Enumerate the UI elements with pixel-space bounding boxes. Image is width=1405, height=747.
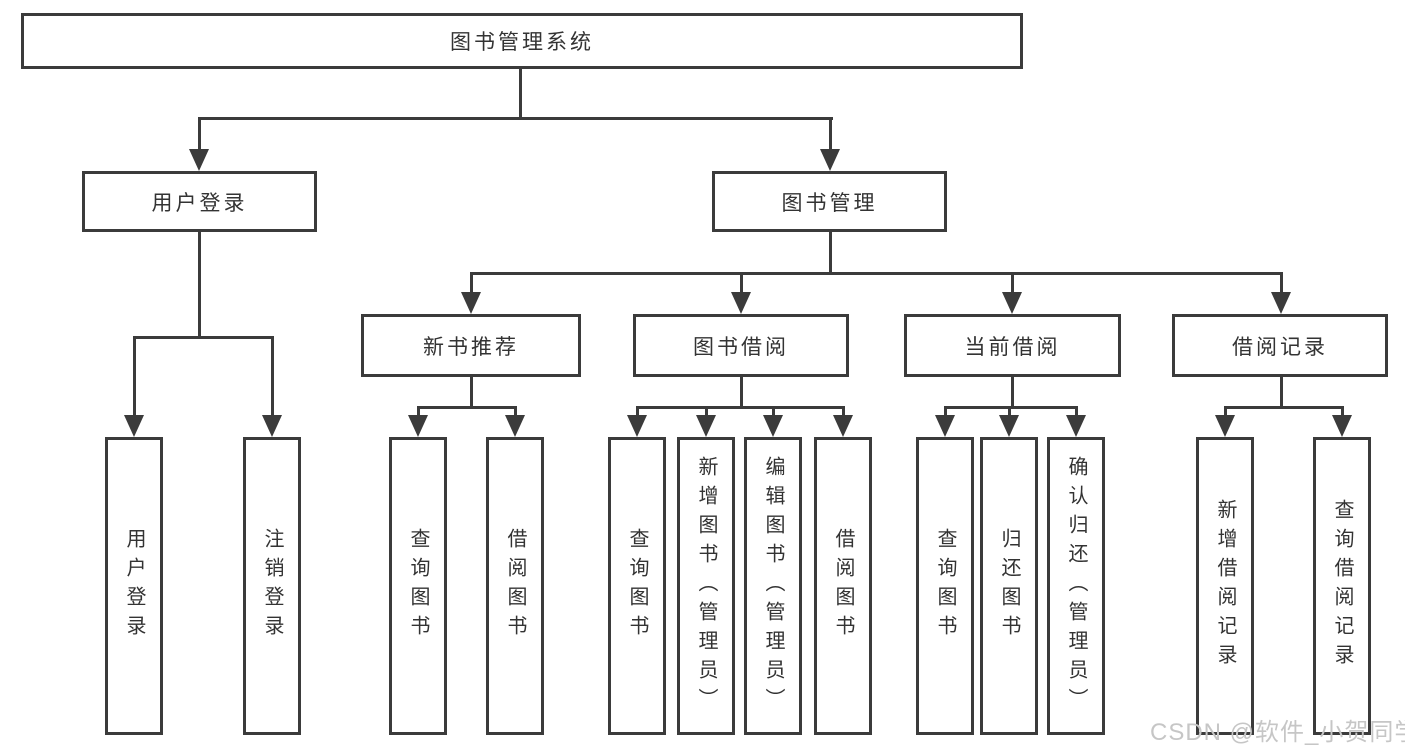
node-user-login: 用户登录: [82, 171, 317, 232]
leaf-borrow-borrow-books: 借阅图书: [814, 437, 872, 735]
connector-line: [1224, 406, 1343, 409]
leaf-borrow-edit-books-admin: 编辑图书（管理员）: [744, 437, 802, 735]
arrow-down-icon: [1066, 415, 1086, 437]
connector-line: [740, 272, 743, 295]
connector-line: [829, 117, 832, 152]
node-label: 图书借阅: [693, 335, 789, 359]
connector-line: [1280, 272, 1283, 295]
node-label: 图书管理: [781, 191, 878, 215]
connector-line: [705, 406, 708, 418]
connector-line: [133, 336, 136, 418]
connector-line: [198, 117, 833, 120]
csdn-watermark: CSDN @软件_小贺同学: [1150, 719, 1405, 746]
arrow-down-icon: [1332, 415, 1352, 437]
node-current-borrow: 当前借阅: [904, 314, 1121, 377]
connector-line: [271, 336, 274, 418]
connector-line: [842, 406, 845, 418]
leaf-label: 借阅图书: [504, 528, 526, 644]
connector-line: [1341, 406, 1344, 418]
leaf-label: 新增借阅记录: [1214, 499, 1236, 673]
leaf-logout-login: 注销登录: [243, 437, 301, 735]
leaf-current-query-books: 查询图书: [916, 437, 974, 735]
node-label: 图书管理系统: [450, 31, 594, 54]
leaf-current-return-books: 归还图书: [980, 437, 1038, 735]
arrow-down-icon: [505, 415, 525, 437]
connector-line: [417, 406, 517, 409]
arrow-down-icon: [833, 415, 853, 437]
connector-line: [198, 117, 201, 152]
connector-line: [470, 272, 473, 295]
leaf-label: 确认归还（管理员）: [1065, 455, 1087, 717]
arrow-down-icon: [1215, 415, 1235, 437]
connector-line: [1280, 377, 1283, 409]
connector-line: [1224, 406, 1227, 418]
node-label: 借阅记录: [1232, 335, 1328, 359]
connector-line: [1011, 377, 1014, 409]
leaf-label: 查询图书: [626, 528, 648, 644]
connector-line: [636, 406, 639, 418]
connector-line: [417, 406, 420, 418]
arrow-down-icon: [124, 415, 144, 437]
connector-line: [470, 377, 473, 409]
leaf-label: 注销登录: [261, 528, 283, 644]
leaf-label: 新增图书（管理员）: [695, 455, 717, 717]
leaf-borrow-query-books: 查询图书: [608, 437, 666, 735]
leaf-label: 查询图书: [407, 528, 429, 644]
connector-line: [944, 406, 947, 418]
node-book-borrow: 图书借阅: [633, 314, 849, 377]
arrow-down-icon: [461, 292, 481, 314]
arrow-down-icon: [1002, 292, 1022, 314]
connector-line: [829, 232, 832, 275]
connector-line: [198, 232, 201, 339]
connector-line: [1008, 406, 1011, 418]
node-label: 用户登录: [151, 191, 248, 215]
arrow-down-icon: [262, 415, 282, 437]
arrow-down-icon: [696, 415, 716, 437]
arrow-down-icon: [408, 415, 428, 437]
leaf-records-add-record: 新增借阅记录: [1196, 437, 1254, 735]
leaf-newbook-query-books: 查询图书: [389, 437, 447, 735]
connector-line: [636, 406, 844, 409]
connector-line: [133, 336, 274, 339]
leaf-label: 用户登录: [123, 528, 145, 644]
arrow-down-icon: [189, 149, 209, 171]
leaf-label: 查询借阅记录: [1331, 499, 1353, 673]
arrow-down-icon: [820, 149, 840, 171]
arrow-down-icon: [999, 415, 1019, 437]
node-label: 当前借阅: [964, 335, 1061, 359]
connector-line: [772, 406, 775, 418]
leaf-label: 编辑图书（管理员）: [762, 455, 784, 717]
node-label: 新书推荐: [423, 335, 519, 359]
node-borrow-records: 借阅记录: [1172, 314, 1388, 377]
arrow-down-icon: [1271, 292, 1291, 314]
node-library-management-system: 图书管理系统: [21, 13, 1023, 69]
arrow-down-icon: [935, 415, 955, 437]
node-new-book-recommend: 新书推荐: [361, 314, 581, 377]
leaf-newbook-borrow-books: 借阅图书: [486, 437, 544, 735]
leaf-records-query-record: 查询借阅记录: [1313, 437, 1371, 735]
connector-line: [514, 406, 517, 418]
leaf-current-confirm-return-admin: 确认归还（管理员）: [1047, 437, 1105, 735]
leaf-user-login: 用户登录: [105, 437, 163, 735]
leaf-label: 借阅图书: [832, 528, 854, 644]
connector-line: [519, 69, 522, 117]
connector-line: [740, 377, 743, 409]
leaf-label: 归还图书: [998, 528, 1020, 644]
connector-line: [470, 272, 1283, 275]
arrow-down-icon: [731, 292, 751, 314]
connector-line: [1011, 272, 1014, 295]
arrow-down-icon: [763, 415, 783, 437]
arrow-down-icon: [627, 415, 647, 437]
node-book-management: 图书管理: [712, 171, 947, 232]
leaf-label: 查询图书: [934, 528, 956, 644]
leaf-borrow-add-books-admin: 新增图书（管理员）: [677, 437, 735, 735]
connector-line: [1075, 406, 1078, 418]
